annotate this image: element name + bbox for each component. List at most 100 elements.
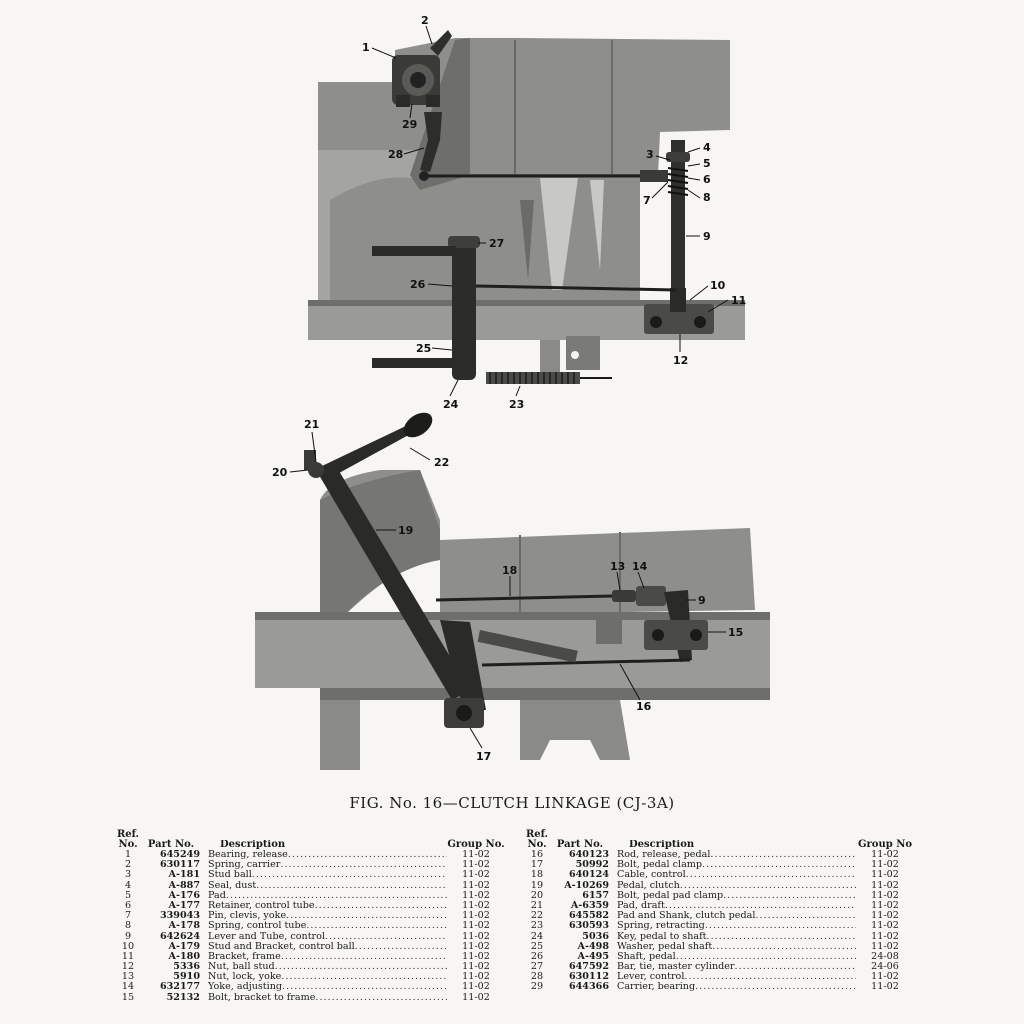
ref-no: 9 bbox=[124, 930, 132, 942]
description: Bracket, frame bbox=[208, 952, 447, 962]
part-no: 630593 bbox=[568, 920, 609, 932]
description: Yoke, adjusting bbox=[208, 982, 447, 992]
group-no: 11-02 bbox=[462, 971, 490, 983]
leader-dots bbox=[288, 850, 447, 860]
description: Spring, control tube bbox=[208, 921, 447, 931]
group-no: 11-02 bbox=[462, 849, 490, 860]
part-no: 644366 bbox=[568, 981, 609, 993]
callout-10: 10 bbox=[710, 279, 726, 292]
callout-17: 17 bbox=[476, 750, 491, 763]
ref-no: 24 bbox=[530, 930, 544, 942]
description: Carrier, bearing bbox=[617, 982, 856, 992]
ref-no: 27 bbox=[530, 961, 544, 973]
leader-dots bbox=[282, 982, 447, 992]
leader-dots bbox=[723, 891, 856, 901]
group-no: 11-02 bbox=[462, 920, 490, 932]
part-no: A-177 bbox=[168, 899, 200, 911]
part-no: 647592 bbox=[568, 961, 609, 973]
callout-27: 27 bbox=[489, 237, 504, 250]
lower-callouts: 21 20 22 19 18 13 14 9 15 16 17 bbox=[272, 418, 743, 763]
description: Seal, dust bbox=[208, 881, 447, 891]
callout-29: 29 bbox=[402, 118, 417, 131]
ref-no: 11 bbox=[121, 950, 135, 962]
description-text: Pad and Shank, clutch pedal bbox=[617, 911, 756, 922]
group-no: 11-02 bbox=[462, 889, 490, 901]
description-text: Spring, retracting bbox=[617, 921, 705, 932]
part-no: 642624 bbox=[159, 930, 200, 942]
leader-dots bbox=[707, 932, 856, 942]
leader-dots bbox=[680, 881, 856, 891]
description-text: Rod, release, pedal bbox=[617, 850, 711, 860]
description: Pad bbox=[208, 891, 447, 901]
header-part-no: Part No. bbox=[556, 839, 604, 850]
leader-dots bbox=[684, 972, 856, 982]
description-text: Bolt, pedal pad clamp bbox=[617, 890, 724, 901]
figure-caption: FIG. No. 16—CLUTCH LINKAGE (CJ-3A) bbox=[349, 794, 675, 812]
ref-no: 4 bbox=[124, 879, 132, 891]
part-no: A-495 bbox=[577, 950, 609, 962]
description: Lever, control bbox=[617, 972, 856, 982]
part-no: A-176 bbox=[168, 889, 200, 901]
ref-no: 7 bbox=[124, 910, 132, 922]
callout-18: 18 bbox=[502, 564, 517, 577]
description-text: Lever and Tube, control bbox=[208, 931, 325, 942]
description: Stud and Bracket, control ball bbox=[208, 942, 447, 952]
part-no: 645582 bbox=[568, 910, 609, 922]
callout-25: 25 bbox=[416, 342, 431, 355]
part-no: 5910 bbox=[173, 971, 200, 983]
ref-no: 18 bbox=[530, 869, 544, 881]
description-text: Bolt, bracket to frame bbox=[208, 992, 316, 1003]
description: Pedal, clutch bbox=[617, 881, 856, 891]
part-no: 645249 bbox=[159, 849, 200, 860]
ref-no: 10 bbox=[121, 940, 135, 952]
table-row: 5 A-176 Pad 11-02 bbox=[114, 889, 505, 901]
group-no: 11-02 bbox=[871, 849, 899, 860]
group-no: 11-02 bbox=[871, 930, 899, 942]
description: Rod, release, pedal bbox=[617, 850, 856, 860]
header-description: Description bbox=[220, 840, 286, 850]
leader-dots bbox=[315, 993, 447, 1003]
part-no: A-181 bbox=[168, 869, 200, 881]
leader-dots bbox=[281, 972, 447, 982]
description: Spring, carrier bbox=[208, 860, 447, 870]
part-no: A-6359 bbox=[570, 899, 609, 911]
ref-no: 5 bbox=[124, 889, 132, 901]
group-no: 11-02 bbox=[462, 899, 490, 911]
part-no: A-178 bbox=[168, 920, 200, 932]
leader-dots bbox=[676, 952, 856, 962]
callout-1: 1 bbox=[362, 41, 370, 54]
part-no: A-179 bbox=[168, 940, 200, 952]
group-no: 11-02 bbox=[462, 859, 490, 871]
callout-16: 16 bbox=[636, 700, 652, 713]
leader-dots bbox=[281, 952, 447, 962]
callout-5: 5 bbox=[703, 157, 711, 170]
description: Nut, ball stud bbox=[208, 962, 447, 972]
callout-24: 24 bbox=[443, 398, 459, 411]
callout-28: 28 bbox=[388, 148, 403, 161]
ref-no: 17 bbox=[530, 859, 544, 871]
callout-20: 20 bbox=[272, 466, 288, 479]
description-text: Retainer, control tube bbox=[208, 900, 315, 911]
part-no: 52132 bbox=[166, 991, 200, 1003]
description: Key, pedal to shaft bbox=[617, 932, 856, 942]
description: Cable, control bbox=[617, 870, 856, 880]
leader-dots bbox=[665, 901, 856, 911]
group-no: 11-02 bbox=[871, 859, 899, 871]
description: Pad and Shank, clutch pedal bbox=[617, 911, 856, 921]
ref-no: 16 bbox=[530, 849, 544, 860]
description-text: Bearing, release bbox=[208, 850, 288, 860]
part-no: 6157 bbox=[582, 889, 609, 901]
part-no: A-887 bbox=[168, 879, 200, 891]
group-no: 11-02 bbox=[871, 889, 899, 901]
callout-9-lower: 9 bbox=[698, 594, 706, 607]
description: Bolt, pedal clamp bbox=[617, 860, 856, 870]
group-no: 11-02 bbox=[462, 950, 490, 962]
description-text: Lever, control bbox=[617, 972, 685, 983]
leader-dots bbox=[712, 942, 856, 952]
